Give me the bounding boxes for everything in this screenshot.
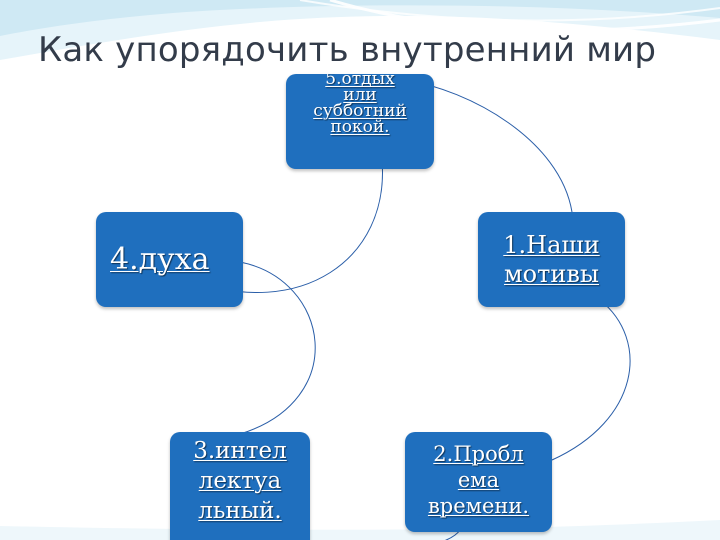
node-5-line-2: или xyxy=(343,85,377,105)
node-1-line-2: мотивы xyxy=(503,259,599,288)
node-5-line-1: 5.отдых xyxy=(325,74,395,89)
node-2-line-1: 2.Пробл xyxy=(433,442,524,466)
node-3-line-1: 3.интел xyxy=(193,438,287,464)
node-spirit: 4.духа xyxy=(96,212,243,307)
node-3-line-3: льный. xyxy=(198,498,282,524)
node-3-line-2: лектуа xyxy=(198,468,282,494)
connector-1-to-2 xyxy=(551,299,631,461)
node-motives: 1.Наши мотивы xyxy=(478,212,625,307)
node-2-line-3: времени. xyxy=(427,494,530,518)
node-5-line-4: покой. xyxy=(330,117,390,137)
node-4-line-1: 4.духа xyxy=(110,242,210,277)
node-5-line-3: субботний xyxy=(313,101,407,121)
slide-title: Как упорядочить внутренний мир xyxy=(38,30,657,70)
node-2-line-2: ема xyxy=(457,468,500,492)
node-rest-sabbath: 5.отдых или субботний покой. xyxy=(286,74,434,169)
node-time-problem: 2.Пробл ема времени. xyxy=(405,432,552,532)
node-intellectual: 3.интел лектуа льный. xyxy=(170,432,310,540)
node-1-line-1: 1.Наши xyxy=(503,230,600,259)
connector-3-to-4 xyxy=(239,261,316,435)
